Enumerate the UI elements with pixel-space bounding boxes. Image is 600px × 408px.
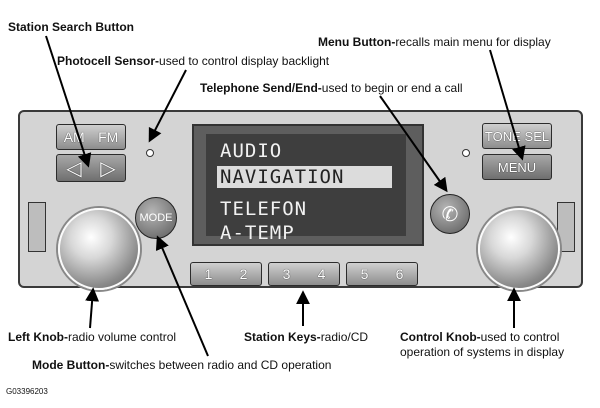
figure-id: G03396203 (6, 387, 48, 396)
left-knob-leader (85, 287, 100, 329)
tone-label: TONE (484, 128, 521, 144)
photocell-sensor (146, 149, 154, 157)
station-keys-desc: radio/CD (320, 330, 369, 344)
left-knob-title: Left Knob- (8, 330, 68, 344)
photocell-leader (148, 69, 187, 143)
station-key-5-label: 5 (360, 266, 369, 282)
station-keys-title: Station Keys- (244, 330, 321, 344)
photocell-callout: Photocell Sensor-used to control display… (57, 54, 329, 69)
telephone-title: Telephone Send/End- (200, 81, 322, 95)
control-knob-callout: Control Knob-used to control operation o… (400, 330, 592, 360)
telephone-callout: Telephone Send/End-used to begin or end … (200, 81, 463, 96)
station-key-3-label: 3 (282, 266, 291, 282)
display-bezel: AUDIO NAVIGATION TELEFON A-TEMP (192, 124, 424, 246)
telephone-desc: used to begin or end a call (321, 81, 463, 95)
left-knob-desc: radio volume control (67, 330, 177, 344)
station-key-6-label: 6 (395, 266, 404, 282)
left-mount-tab (28, 202, 46, 252)
photocell-desc: used to control display backlight (159, 54, 330, 68)
am-fm-button[interactable]: AM FM (56, 124, 126, 150)
station-search-callout: Station Search Button (8, 20, 134, 35)
right-mount-tab (557, 202, 575, 252)
menu-label: MENU (497, 159, 537, 175)
left-knob[interactable] (58, 208, 140, 290)
seek-left-icon: ◁ (66, 157, 82, 180)
mode-desc: switches between radio and CD operation (109, 358, 332, 372)
menu-callout: Menu Button-recalls main menu for displa… (318, 35, 551, 50)
radio-panel: AM FM ◁ ▷ AUDIO NAVIGATION TELEFON A-TEM… (18, 110, 583, 290)
indicator-light (462, 149, 470, 157)
control-knob[interactable] (478, 208, 560, 290)
station-key-5-6[interactable]: 5 6 (346, 262, 418, 286)
mode-leader (155, 235, 209, 357)
display-line-navigation: NAVIGATION (217, 166, 392, 188)
station-search-leader (45, 35, 92, 168)
station-key-2-label: 2 (239, 266, 248, 282)
mode-label: MODE (139, 212, 173, 224)
telephone-leader (379, 95, 448, 193)
control-knob-desc: used to control operation of systems in … (400, 330, 565, 359)
station-search-title: Station Search Button (8, 20, 135, 34)
station-key-1-2[interactable]: 1 2 (190, 262, 262, 286)
fm-label: FM (98, 129, 119, 145)
station-key-4-label: 4 (317, 266, 326, 282)
station-keys-callout: Station Keys-radio/CD (244, 330, 368, 345)
left-knob-callout: Left Knob-radio volume control (8, 330, 176, 345)
display-line-a-temp: A-TEMP (220, 222, 295, 244)
menu-desc: recalls main menu for display (395, 35, 551, 49)
display-line-audio: AUDIO (220, 140, 283, 162)
photocell-title: Photocell Sensor- (57, 54, 160, 68)
menu-leader (489, 49, 526, 161)
station-key-1-label: 1 (204, 266, 213, 282)
station-key-3-4[interactable]: 3 4 (268, 262, 340, 286)
mode-callout: Mode Button-switches between radio and C… (32, 358, 331, 373)
seek-right-icon: ▷ (100, 157, 116, 180)
telephone-icon: ✆ (441, 203, 459, 226)
display-line-telefon: TELEFON (220, 198, 308, 220)
mode-title: Mode Button- (32, 358, 110, 372)
menu-title: Menu Button- (318, 35, 396, 49)
control-knob-title: Control Knob- (400, 330, 481, 344)
telephone-button[interactable]: ✆ (430, 194, 470, 234)
tone-sel-button[interactable]: TONE SEL (482, 123, 552, 149)
sel-label: SEL (524, 128, 550, 144)
mode-button[interactable]: MODE (135, 197, 177, 239)
